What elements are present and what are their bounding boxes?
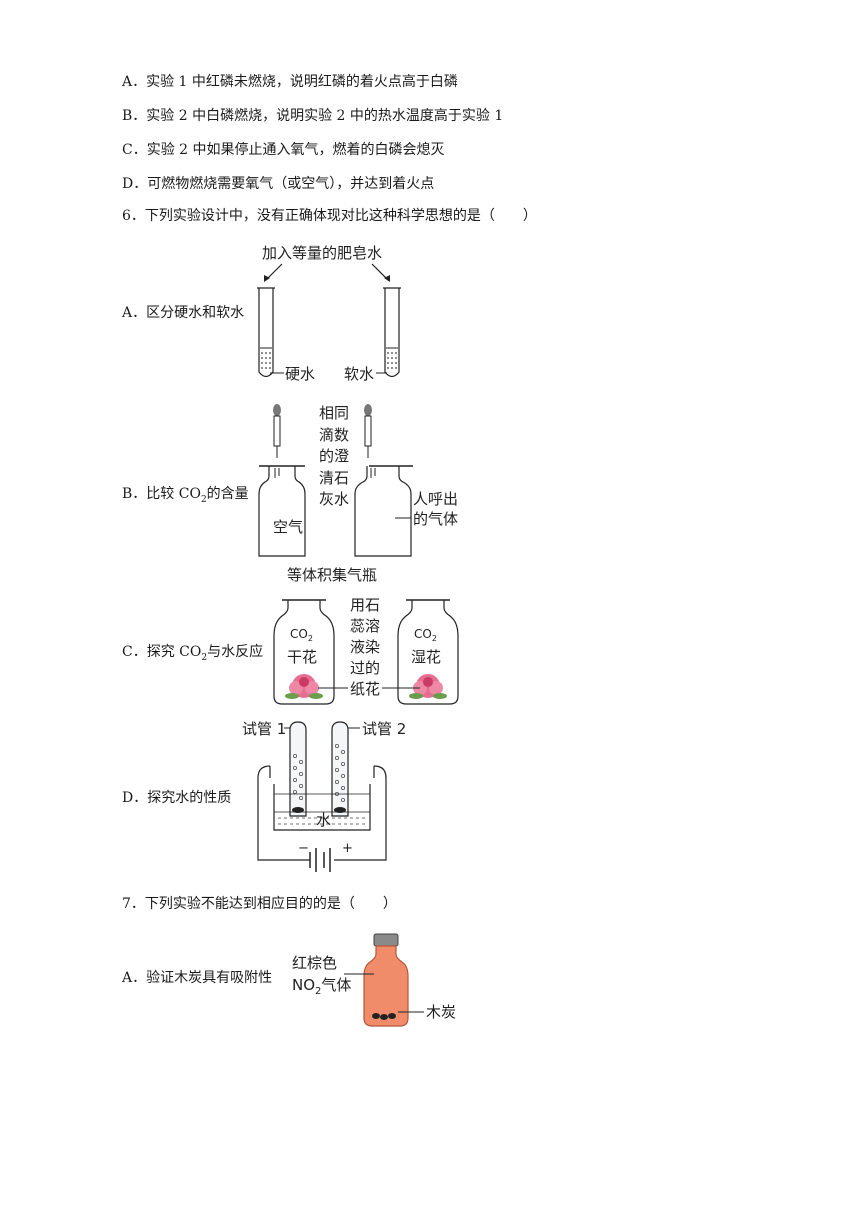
soft-water-label: 软水 [344, 365, 374, 383]
svg-text:灰水: 灰水 [319, 490, 349, 508]
svg-text:的澄: 的澄 [319, 447, 349, 465]
q6-option-a-label: A．区分硬水和软水 [122, 305, 245, 321]
svg-text:用石: 用石 [350, 596, 380, 614]
svg-text:清石: 清石 [319, 469, 349, 487]
flower-right-icon [409, 674, 447, 699]
q5-option-a: A．实验 1 中红磷未燃烧，说明红磷的着火点高于白磷 [122, 74, 458, 90]
battery-icon [309, 848, 331, 872]
dropper-right-icon [364, 404, 372, 458]
hard-water-label: 硬水 [285, 365, 315, 383]
co2-left-label: CO2 [290, 627, 313, 643]
charcoal-icon [372, 1013, 396, 1020]
q6-option-d-label: D．探究水的性质 [122, 790, 232, 806]
plus-label: + [342, 841, 353, 856]
q7-option-a-label: A．验证木炭具有吸附性 [122, 970, 273, 986]
dropper-left-icon [273, 404, 281, 458]
equal-volume-bottles-label: 等体积集气瓶 [287, 566, 377, 584]
soap-water-label: 加入等量的肥皂水 [262, 244, 382, 262]
svg-text:蕊溶: 蕊溶 [350, 617, 380, 635]
minus-label: − [298, 841, 309, 856]
water-label: 水 [316, 811, 331, 829]
tube-1-label: 试管 1 [242, 720, 286, 738]
red-brown-label: 红棕色 [292, 954, 337, 972]
no2-gas-label: NO2气体 [292, 976, 351, 997]
q6-option-c-label: C．探究 CO2与水反应 [122, 644, 264, 663]
air-label: 空气 [273, 518, 303, 536]
q6-option-b-figure: 相同 滴数 的澄 清石 灰水 空气 人呼出 的气体 等体积集气瓶 [258, 404, 458, 584]
q7-option-a-figure: 红棕色 NO2气体 木炭 [292, 933, 456, 1027]
exhaled-gas-label-1: 人呼出 [413, 490, 458, 508]
co2-right-label: CO2 [414, 627, 437, 643]
q6-option-a-figure: 加入等量的肥皂水 硬水 软水 [257, 244, 401, 383]
dry-flower-label: 干花 [287, 648, 317, 666]
q5-option-c: C．实验 2 中如果停止通入氧气，燃着的白磷会熄灭 [122, 142, 445, 158]
q5-option-b: B．实验 2 中白磷燃烧，说明实验 2 中的热水温度高于实验 1 [122, 108, 504, 124]
exhaled-gas-label-2: 的气体 [413, 510, 458, 528]
question-6-stem: 6．下列实验设计中，没有正确体现对比这种科学思想的是（ ） [122, 208, 537, 224]
svg-text:滴数: 滴数 [319, 426, 349, 444]
q6-option-b-label: B．比较 CO2的含量 [122, 486, 249, 505]
tube-2-label: 试管 2 [362, 720, 406, 738]
wet-flower-label: 湿花 [411, 648, 441, 666]
question-7-stem: 7．下列实验不能达到相应目的的是（ ） [122, 896, 397, 912]
svg-text:相同: 相同 [319, 404, 349, 422]
q5-option-d: D．可燃物燃烧需要氧气（或空气），并达到着火点 [122, 176, 435, 192]
svg-text:纸花: 纸花 [350, 680, 380, 698]
svg-text:过的: 过的 [350, 659, 380, 677]
q6-option-d-figure: 试管 1 试管 2 水 − + [242, 720, 406, 872]
flower-left-icon [285, 674, 323, 699]
svg-text:液染: 液染 [350, 638, 380, 656]
charcoal-label: 木炭 [426, 1003, 456, 1021]
q6-option-c-figure: CO2 干花 CO2 湿花 用石 蕊溶 液染 过的 纸花 [273, 596, 459, 705]
